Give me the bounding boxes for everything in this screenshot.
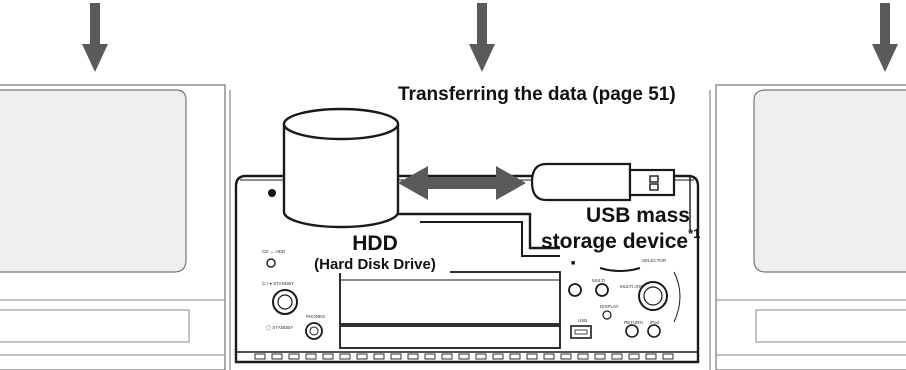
return-label: RETURN [624,320,643,325]
usb-port-label: USB [578,318,587,323]
usb-label-line2: storage device*1 [541,226,701,254]
stop-button [568,283,582,297]
multi-jog-label: MULTI JOG [620,284,644,289]
display-label: DISPLAY [600,304,619,309]
usb-stick-icon [530,162,691,230]
usb-label-line1: USB mass [586,204,690,227]
usb-footnote-marker: *1 [688,226,701,241]
transfer-caption: Transferring the data (page 51) [398,84,676,105]
usb-port [570,325,592,339]
selector-dial-icon [599,267,641,272]
phones-label: PHONES [306,314,325,319]
hdd-connection-line [398,212,560,250]
cd-hdd-label: CD ↔ HDD [262,249,286,254]
ipod-button [647,324,661,338]
svg-text:■: ■ [571,260,575,267]
down-arrow-left [82,3,108,72]
bottom-grille [254,353,674,360]
right-speaker [709,84,906,370]
usb-label-line2-text: storage device [541,230,689,253]
down-arrow-center [469,3,495,72]
left-speaker [0,84,231,370]
power-led-icon [268,189,276,197]
multi-button [595,283,609,297]
transfer-arrow-icon [398,166,526,200]
standby-indicator-label: ◯ STANDBY [266,325,293,331]
display-button [602,310,612,320]
standby-label: ⏻ / ● STANDBY [262,281,294,286]
hdd-icon [282,107,400,229]
down-arrow-right [872,3,898,72]
multi-label: MULTI [592,278,605,283]
selector-label: SELECTOR [642,258,667,263]
hdd-connection-line-inner [420,221,560,257]
cd-hdd-button [266,258,276,268]
hdd-sublabel: (Hard Disk Drive) [300,256,450,273]
ipod-label: iPod [650,320,660,325]
hdd-label: HDD [352,232,398,255]
return-button [625,324,639,338]
